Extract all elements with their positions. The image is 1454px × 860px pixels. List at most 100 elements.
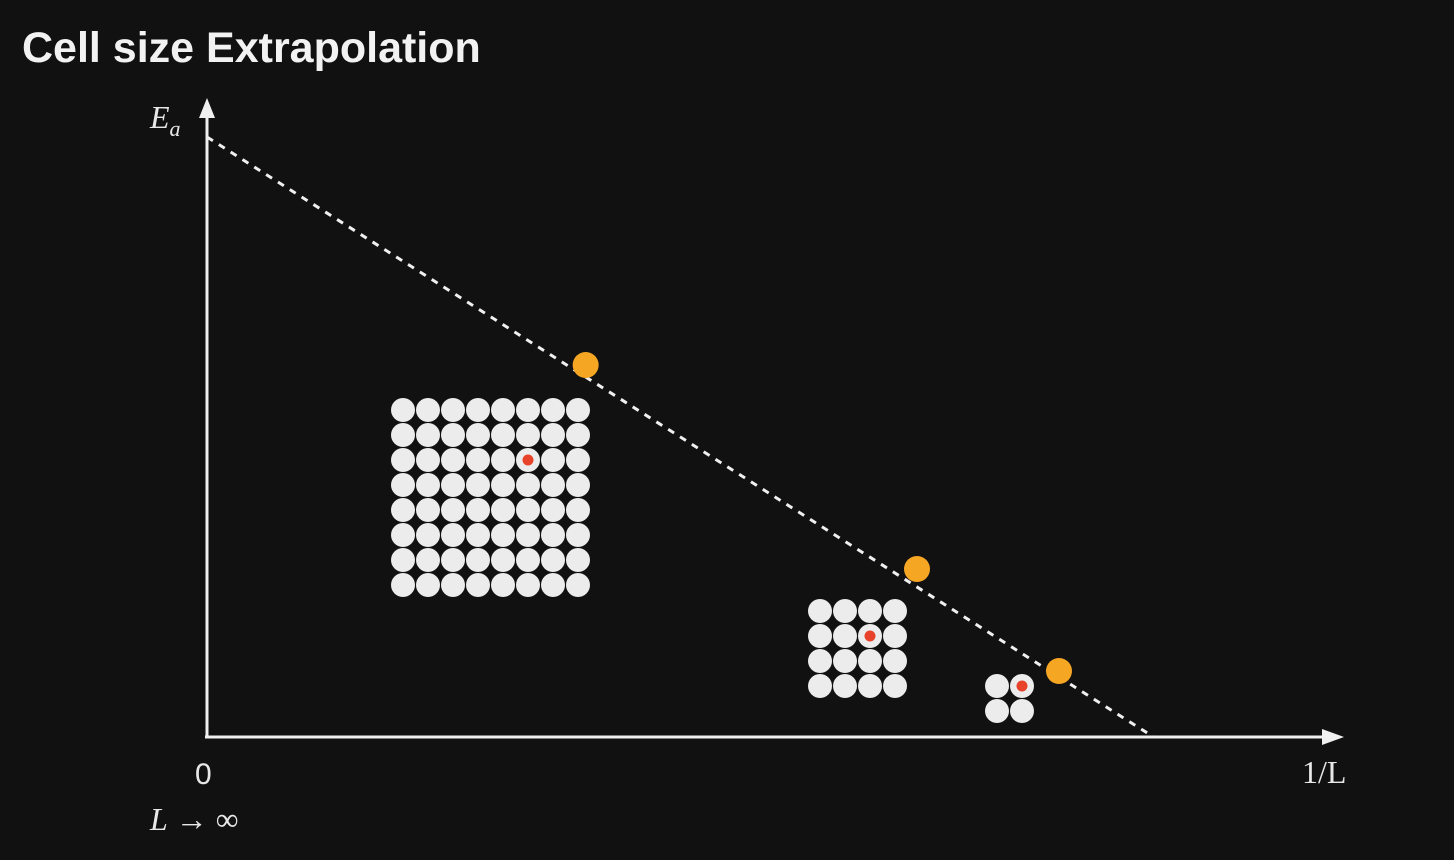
supercell-layer [391,398,1034,723]
defect-atom [864,630,876,642]
atom [808,624,832,648]
supercell-4x4 [808,599,907,698]
fit-line-layer [206,135,1155,739]
atom [391,448,415,472]
atom [566,398,590,422]
y-axis-arrowhead [199,98,215,118]
atom [566,473,590,497]
atom [491,423,515,447]
atom [491,498,515,522]
atom [466,423,490,447]
fit-line [206,135,1155,739]
atom [416,448,440,472]
slide-title: Cell size Extrapolation [22,24,481,72]
atom [441,448,465,472]
atom [566,498,590,522]
atom [441,548,465,572]
atom [541,498,565,522]
limit-label: L→∞ [149,801,239,837]
atom [466,473,490,497]
y-axis-label: Ea [149,99,181,141]
atom [833,624,857,648]
atom [541,448,565,472]
atom [416,473,440,497]
atom [833,599,857,623]
atom [416,498,440,522]
atom [441,473,465,497]
atom [466,548,490,572]
atom [516,573,540,597]
atom [416,573,440,597]
atom [491,573,515,597]
atom [516,423,540,447]
atom [858,649,882,673]
atom [441,523,465,547]
atom [416,423,440,447]
atom [541,548,565,572]
atom [391,523,415,547]
atom [541,573,565,597]
supercell-2x2 [985,674,1034,723]
atom [516,548,540,572]
atom [441,573,465,597]
x-axis-arrowhead [1322,729,1344,745]
atom [566,523,590,547]
defect-atom [1016,680,1028,692]
supercell-8x8 [391,398,590,597]
atom [541,423,565,447]
atom [491,473,515,497]
atom [391,573,415,597]
data-points-layer [572,352,1072,684]
atom [391,423,415,447]
atom [441,398,465,422]
atom [466,573,490,597]
data-point-2x2 [1046,658,1072,684]
atom [466,523,490,547]
atom [1010,699,1034,723]
atom [858,674,882,698]
atom [491,523,515,547]
atom [833,649,857,673]
atom [883,624,907,648]
atom [516,523,540,547]
atom [566,548,590,572]
atom [391,398,415,422]
atom [416,548,440,572]
atom [541,523,565,547]
atom [491,448,515,472]
data-point-4x4 [904,556,930,582]
atom [566,573,590,597]
atom [391,548,415,572]
atom [416,398,440,422]
atom [466,498,490,522]
atom [516,398,540,422]
atom [541,398,565,422]
atom [516,473,540,497]
data-point-8x8 [572,352,599,378]
atom [516,498,540,522]
atom [985,699,1009,723]
atom [808,649,832,673]
atom [441,423,465,447]
atom [391,473,415,497]
atom [541,473,565,497]
atom [491,398,515,422]
atom [491,548,515,572]
atom [566,423,590,447]
atom [883,649,907,673]
atom [566,448,590,472]
atom [808,599,832,623]
atom [985,674,1009,698]
atom [883,674,907,698]
defect-atom [522,454,534,466]
atom [441,498,465,522]
atom [858,599,882,623]
atom [466,448,490,472]
atom [883,599,907,623]
origin-label: 0 [195,758,212,791]
atom [466,398,490,422]
x-axis-label: 1/L [1302,754,1346,790]
atom [416,523,440,547]
